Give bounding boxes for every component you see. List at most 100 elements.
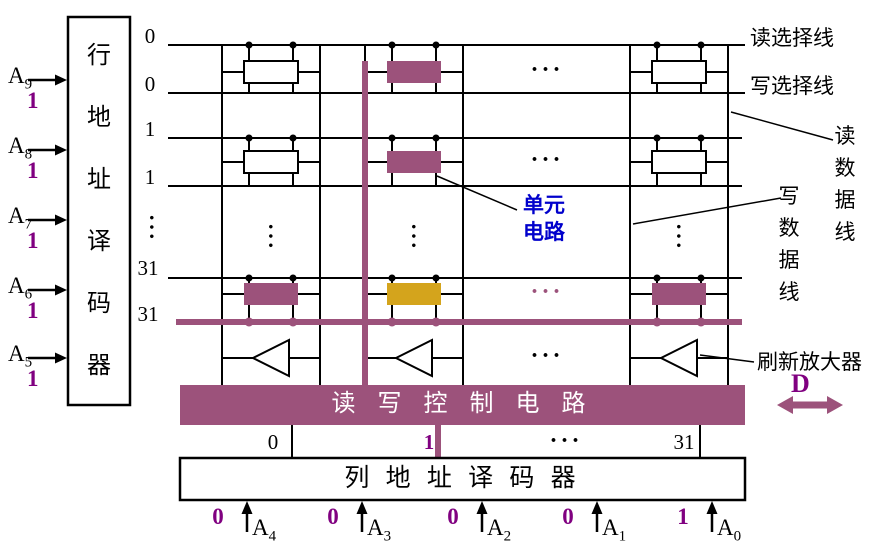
row31-ellipsis: ··· [530, 279, 564, 306]
row-number-31b: 31 [137, 301, 159, 326]
row-number-1b: 1 [144, 164, 156, 189]
column31-data-rails [629, 45, 729, 385]
column0-ellipsis: ··· [258, 222, 284, 252]
write-data-pointer-line [632, 197, 782, 225]
column-tap-0: 0 [267, 429, 279, 454]
bit-a8: 1 [27, 158, 39, 183]
a2-base: A [487, 515, 504, 540]
arrow-head-a3 [356, 501, 368, 514]
a8-sub: 8 [24, 146, 33, 163]
column-tap-31: 31 [673, 429, 695, 454]
row-address-decoder-box [66, 15, 132, 407]
write-select-line-label: 写选择线 [750, 74, 834, 98]
row-number-1a: 1 [144, 116, 156, 141]
data-bus-arrow-head-right [827, 396, 843, 414]
row-number-31a: 31 [137, 255, 159, 280]
arrow-head-a9 [55, 74, 67, 86]
a0-base: A [717, 515, 734, 540]
refresh-amplifier-icon-c31 [658, 338, 698, 378]
memory-cell-r0c0 [243, 60, 299, 84]
row-number-0b: 0 [144, 71, 156, 96]
refresh-amplifier-icon-c0 [250, 338, 290, 378]
bit-a1: 0 [562, 503, 574, 529]
col-address-arrow-shafts [245, 512, 714, 532]
row-address-arrow-shafts [28, 78, 56, 360]
rw-control-bar [180, 385, 745, 425]
a3-base: A [367, 515, 384, 540]
bit-a0: 1 [677, 503, 689, 529]
refresh-amp-pointer-line [699, 354, 755, 363]
memory-cell-r31c31 [652, 283, 706, 305]
row-number-0a: 0 [144, 23, 156, 48]
rw-control-bar-label: 读 写 控 制 电 路 [331, 391, 594, 418]
read-data-pointer-line [730, 111, 834, 141]
cell-stubs-row1 [222, 138, 728, 186]
a7-sub: 7 [24, 216, 33, 233]
column-tap-1-active: 1 [423, 429, 435, 454]
a9-base: A [8, 63, 25, 88]
arrow-head-a6 [55, 284, 67, 296]
memory-cell-r31c0 [244, 283, 298, 305]
a1-sub: 1 [618, 528, 627, 545]
write-data-line-label: 写数据线 [778, 184, 800, 304]
arrow-head-a8 [55, 144, 67, 156]
arrow-head-a1 [591, 501, 603, 514]
arrow-head-a2 [476, 501, 488, 514]
refresh-amplifier-label: 刷新放大器 [757, 350, 862, 374]
row-address-decoder-label: 行地址译码器 [87, 43, 111, 379]
a8-base: A [8, 133, 25, 158]
a6-sub: 6 [24, 286, 33, 303]
a1-base: A [602, 515, 619, 540]
a5-sub: 5 [24, 354, 33, 371]
data-io-label: D [791, 369, 810, 398]
input-label-a9: A9 [8, 63, 32, 92]
memory-cell-selected-r31c1 [387, 283, 441, 305]
refresh-amplifier-icon-c1 [393, 338, 433, 378]
col-address-decoder-box [178, 456, 747, 502]
a5-base: A [8, 341, 25, 366]
memory-cell-r1c0 [243, 150, 299, 174]
memory-cell-r0c31 [651, 60, 707, 84]
cell-circuit-label: 单元电路 [523, 193, 565, 244]
bit-a4: 0 [212, 503, 224, 529]
input-label-a7: A7 [8, 203, 32, 232]
column31-ellipsis: ··· [666, 222, 692, 252]
col-address-decoder-label: 列 地 址 译 码 器 [344, 464, 581, 492]
column1-data-rails [364, 45, 464, 385]
cell-circuit-pointer-line [436, 175, 518, 211]
a2-sub: 2 [503, 528, 512, 545]
memory-cell-r1c1 [387, 151, 441, 173]
amp-row-ellipsis: ··· [530, 343, 564, 370]
column-taps-ellipsis: ··· [549, 428, 583, 455]
input-label-a2: A2 [487, 515, 511, 544]
row0-ellipsis: ··· [530, 57, 564, 84]
input-label-a8: A8 [8, 133, 32, 162]
bit-a2: 0 [447, 503, 459, 529]
input-label-a1: A1 [602, 515, 626, 544]
arrow-head-a4 [241, 501, 253, 514]
bit-a3: 0 [327, 503, 339, 529]
arrow-head-a7 [55, 214, 67, 226]
input-label-a0: A0 [717, 515, 741, 544]
read-data-line-label: 读数据线 [834, 124, 856, 244]
a3-sub: 3 [383, 528, 392, 545]
input-label-a5: A5 [8, 341, 32, 370]
column1-ellipsis: ··· [401, 222, 427, 252]
column-tap-connectors [291, 425, 701, 458]
arrow-head-a5 [55, 352, 67, 364]
row1-ellipsis: ··· [530, 147, 564, 174]
input-label-a3: A3 [367, 515, 391, 544]
input-label-a6: A6 [8, 273, 32, 302]
read-select-line-label: 读选择线 [750, 26, 834, 50]
a7-base: A [8, 203, 25, 228]
bit-a5: 1 [27, 366, 39, 391]
a4-base: A [252, 515, 269, 540]
a0-sub: 0 [733, 528, 742, 545]
arrow-head-a0 [706, 501, 718, 514]
data-bus-arrow-head-left [777, 396, 793, 414]
memory-cell-r0c1 [387, 61, 441, 83]
column0-data-rails [221, 45, 321, 385]
bit-a6: 1 [27, 298, 39, 323]
